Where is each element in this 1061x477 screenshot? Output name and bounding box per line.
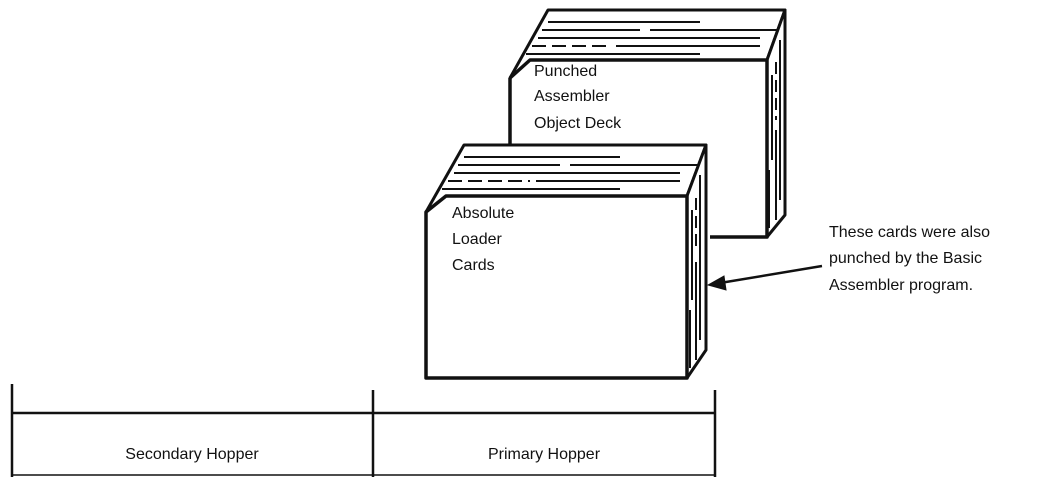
callout-arrow xyxy=(708,266,822,290)
front-deck-front-face xyxy=(426,196,687,378)
hopper-frame xyxy=(12,384,715,477)
secondary-hopper-label: Secondary Hopper xyxy=(125,446,259,463)
callout-text: These cards were also punched by the Bas… xyxy=(829,224,994,294)
primary-hopper-label: Primary Hopper xyxy=(488,446,601,463)
